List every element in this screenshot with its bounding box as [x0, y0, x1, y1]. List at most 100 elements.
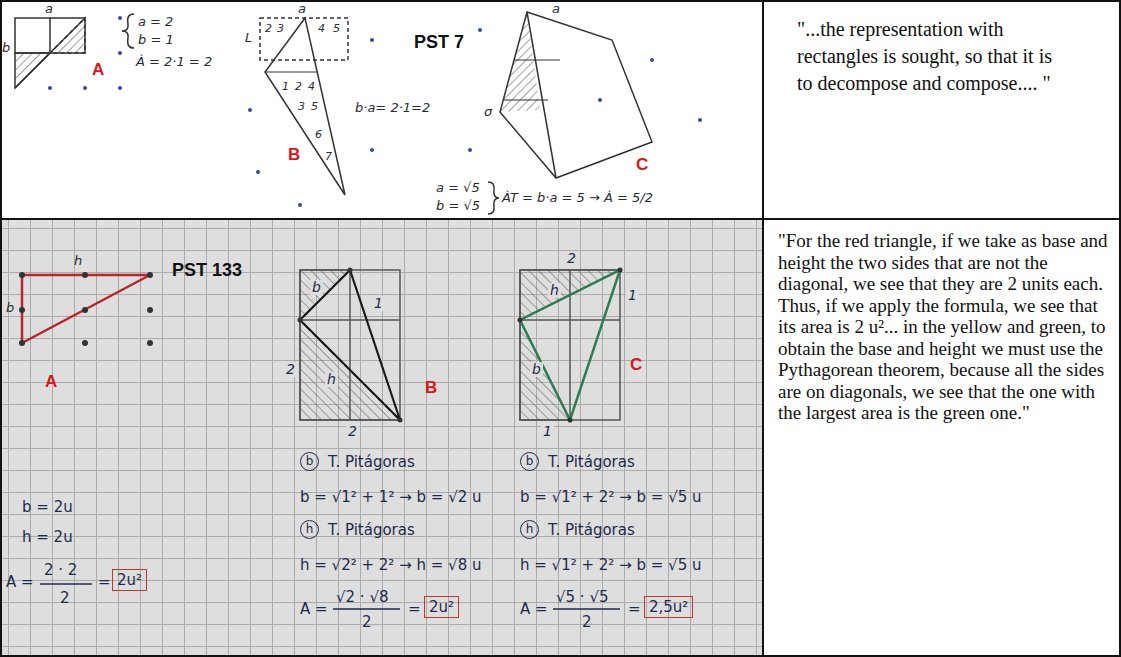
quote-text: "...the representation with rectangles i… [797, 16, 1069, 97]
fraction-bars-line [553, 608, 620, 610]
handwritten-label: L [245, 30, 252, 46]
figure-a-sketch-path [122, 14, 134, 48]
point-dots-circle [147, 272, 153, 278]
grid-dots-circle [298, 203, 302, 207]
side-label: h [325, 372, 338, 387]
figure-b-sketch [260, 18, 348, 195]
circled-letter: h [520, 520, 539, 539]
circled-letter: b [520, 452, 539, 471]
grid-dots-circle [468, 148, 472, 152]
formula: T. Pitágoras [328, 521, 415, 539]
figure-a-sketch-line [49, 18, 51, 53]
figure-c-sketch-path [488, 182, 499, 214]
handwritten-label: À = 2·1 = 2 [136, 54, 212, 70]
piece-number: 6 [315, 128, 322, 141]
grid-dots-circle [48, 86, 52, 90]
figure-b-drawing-circle [398, 418, 403, 423]
figure-b-drawing-line [300, 319, 400, 321]
formula: T. Pitágoras [328, 453, 415, 471]
grid-dots-circle [256, 170, 260, 174]
panel-title: PST 133 [172, 260, 242, 282]
grid-dots-circle [118, 16, 122, 20]
formula: b = 2u [22, 498, 73, 516]
point-dots-circle [82, 307, 88, 313]
piece-number: 2 [295, 80, 302, 93]
grid-dots-circle [118, 51, 122, 55]
piece-number: 1 [282, 80, 289, 93]
handwritten-label: a [298, 1, 306, 17]
formula: 2 [60, 589, 70, 607]
grid-dots [48, 16, 702, 207]
figure-c-drawing-line [520, 319, 620, 321]
figure-b-drawing-line [349, 270, 351, 420]
figure-c-drawing-circle [518, 318, 523, 323]
piece-number: 3 [298, 100, 305, 113]
boxed-result: 2u² [424, 596, 459, 618]
figure-b-sketch-polygon [265, 18, 345, 195]
point-dots [19, 272, 153, 346]
formula: h = √1² + 2² → b = √5 u [520, 556, 702, 574]
formula: = [98, 573, 111, 591]
point-dots-circle [19, 307, 25, 313]
formula: h = √2² + 2² → h = √8 u [300, 556, 481, 574]
figure-c-sketch-polygon [500, 12, 652, 178]
figure-c-drawing-polygon [520, 270, 620, 420]
formula: 2 [362, 613, 372, 631]
figure-b-drawing-rect [300, 270, 400, 420]
figure-b-drawing-polygon [300, 270, 400, 420]
fraction-bars-line [333, 608, 400, 610]
piece-number: 7 [325, 150, 332, 163]
formula: √5 · √5 [556, 588, 609, 606]
grid-dots-circle [83, 86, 87, 90]
formula: T. Pitágoras [548, 521, 635, 539]
figure-c-sketch-line [514, 60, 560, 61]
handwritten-label: a = 2 [138, 14, 173, 30]
figure-c-sketch-line [503, 100, 548, 101]
grid-dots-circle [478, 28, 482, 32]
side-label: 1 [626, 288, 639, 303]
formula: 2 [582, 613, 592, 631]
side-label: b [530, 362, 543, 377]
figure-c-drawing-circle [618, 268, 623, 273]
figure-c-drawing-rect [520, 270, 620, 420]
grid-dots-circle [698, 118, 702, 122]
formula: = [408, 600, 421, 618]
boxed-result: 2,5u² [644, 596, 693, 618]
quote-panel: "...the representation with rectangles i… [762, 0, 1121, 220]
figure-c-drawing [518, 268, 623, 423]
side-label: 1 [372, 296, 385, 311]
figure-b-sketch-line [265, 72, 317, 73]
grid-dots-circle [598, 98, 602, 102]
side-label: b [310, 280, 323, 295]
piece-number: 5 [333, 22, 340, 35]
figure-b-drawing-circle [348, 268, 353, 273]
side-label: 2 [565, 251, 578, 266]
handwritten-label: σ [484, 104, 492, 120]
figure-c-drawing-line [569, 270, 571, 420]
handwritten-label: a [552, 1, 560, 17]
circled-letter: h [300, 520, 319, 539]
red-triangle-polygon [22, 275, 150, 343]
formula: h = 2u [22, 528, 73, 546]
figure-letter: C [630, 355, 642, 375]
formula: A = [6, 573, 34, 591]
piece-number: 5 [311, 100, 318, 113]
point-dots-circle [19, 272, 25, 278]
point-dots-circle [147, 340, 153, 346]
handwritten-label: ÀT = b·a = 5 → À = 5/2 [502, 190, 653, 206]
figure-c-sketch [488, 12, 652, 214]
side-label: 1 [541, 424, 554, 439]
piece-number: 4 [308, 80, 315, 93]
quote-text: "For the red triangle, if we take as bas… [778, 230, 1108, 424]
formula: b = √1² + 2² → b = √5 u [520, 488, 702, 506]
formula: A = [300, 600, 328, 618]
figure-letter: C [636, 155, 648, 175]
quote-panel: "For the red triangle, if we take as bas… [762, 218, 1121, 657]
point-dots-circle [19, 340, 25, 346]
figure-a-sketch-line [15, 18, 85, 88]
piece-number: 3 [277, 22, 284, 35]
side-label: 2 [346, 424, 359, 439]
boxed-result: 2u² [112, 569, 147, 591]
formula: 2 · 2 [44, 561, 77, 579]
figure-c-sketch-polygon [500, 12, 540, 112]
